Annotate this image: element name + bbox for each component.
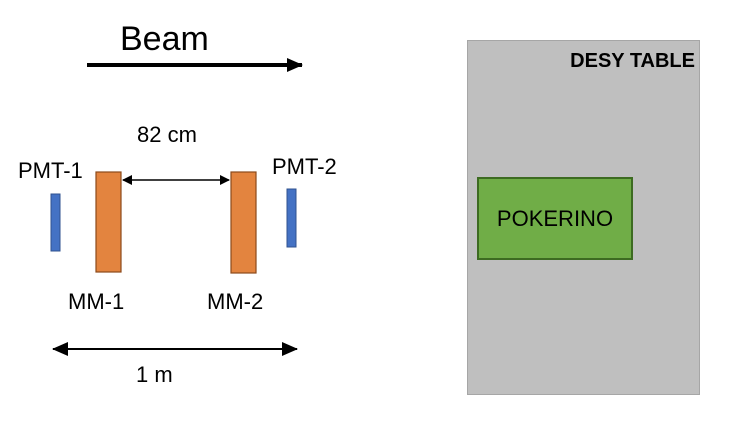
pokerino-box: POKERINO <box>477 177 633 260</box>
pmt2-label: PMT-2 <box>272 154 337 179</box>
mm2-label: MM-2 <box>207 289 264 314</box>
pmt1-label: PMT-1 <box>18 158 83 183</box>
pmt1-scintillator <box>50 193 61 252</box>
overall-span-label: 1 m <box>136 362 173 387</box>
pokerino-label: POKERINO <box>496 205 614 231</box>
mm-separation-label: 82 cm <box>137 122 197 147</box>
mm2-detector <box>230 171 257 274</box>
mm1-detector <box>95 171 122 273</box>
pmt2-scintillator <box>286 188 297 248</box>
beam-label: Beam <box>120 20 209 58</box>
mm1-label: MM-1 <box>68 289 125 314</box>
desy-table-title: DESY TABLE <box>570 50 695 72</box>
